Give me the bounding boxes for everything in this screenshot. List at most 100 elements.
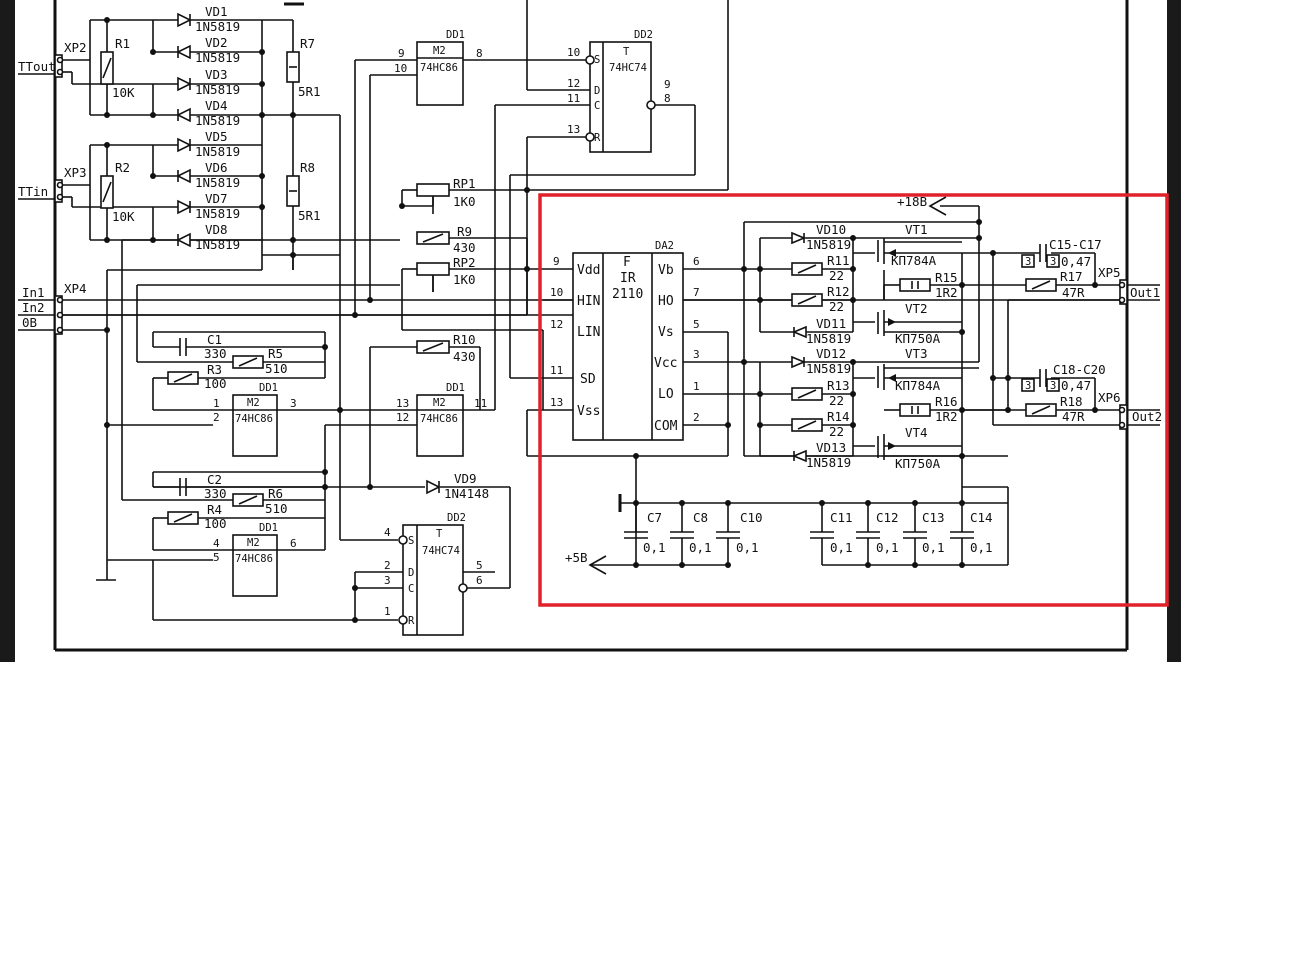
- c8-value: 0,1: [689, 540, 712, 555]
- c10-value: 0,1: [736, 540, 759, 555]
- vd5-value: 1N5819: [195, 144, 240, 159]
- da2-lo: LO: [658, 387, 674, 402]
- diode-vd9: VD9 1N4148: [426, 471, 489, 501]
- da2-pin2: 2: [693, 411, 700, 424]
- r5-label: R5: [268, 346, 283, 361]
- supply-caps: C7 0,1 C8 0,1 C10 0,1 C11 0,1 C12 0,1 C1…: [565, 194, 993, 575]
- out2-label: Out2: [1132, 409, 1162, 424]
- rc-network: C1 330 R5 510 R3 100 C2 330 R6 510 R4 10…: [153, 332, 325, 531]
- dd2-bot-pin6: 6: [476, 574, 483, 587]
- da2-ho: HO: [658, 294, 674, 309]
- resistors-middle: RP1 1K0 R9 430 RP2 1K0 R10 430: [416, 176, 476, 364]
- c15-count-b: 3: [1050, 256, 1056, 268]
- c18-count-b: 3: [1050, 380, 1056, 392]
- dd1-lu-pin1: 1: [213, 397, 220, 410]
- da2-vdd: Vdd: [577, 263, 600, 278]
- diodes-vd1-vd8: VD1 1N5819 VD2 1N5819 VD3 1N5819 VD4 1N5…: [176, 4, 240, 252]
- r12-value: 22: [829, 299, 844, 314]
- vd7-value: 1N5819: [195, 206, 240, 221]
- dd2-top-s: S: [594, 54, 600, 66]
- dd2-bot-t: T: [436, 528, 443, 540]
- c18-count-a: 3: [1025, 380, 1031, 392]
- r13-value: 22: [829, 393, 844, 408]
- r12-label: R12: [827, 284, 850, 299]
- diode-vd6: [176, 168, 191, 184]
- vt2-type: КП750А: [895, 331, 941, 346]
- rp1-value: 1K0: [453, 194, 476, 209]
- c10-label: C10: [740, 510, 763, 525]
- r4-label: R4: [207, 502, 222, 517]
- mosfet-vt1: [877, 238, 962, 264]
- mosfet-vt4: [877, 434, 962, 460]
- vd4-value: 1N5819: [195, 113, 240, 128]
- dd2-bot-c: C: [408, 583, 414, 595]
- vd5-label: VD5: [205, 129, 228, 144]
- da2-pin6: 6: [693, 255, 700, 268]
- r7-label: R7: [300, 36, 315, 51]
- c13-label: C13: [922, 510, 945, 525]
- chip-da2-ir2110: DA2 F IR 2110 Vdd HIN LIN SD Vss Vb HO V…: [550, 240, 700, 441]
- c15-value: 0,47: [1061, 254, 1091, 269]
- dd1-ll-m2: M2: [247, 537, 260, 549]
- vd11-value: 1N5819: [806, 331, 851, 346]
- chip-dd1-left-lower: M2 74HC86 DD1 4 5 6: [213, 522, 297, 597]
- connector-xp5: [1119, 279, 1128, 305]
- r4-value: 100: [204, 516, 227, 531]
- connector-xp6: [1119, 404, 1128, 430]
- dd2-top-d: D: [594, 85, 600, 97]
- vd9-label: VD9: [454, 471, 477, 486]
- r8-value: 5R1: [298, 208, 321, 223]
- vd2-value: 1N5819: [195, 50, 240, 65]
- da2-pin7: 7: [693, 286, 700, 299]
- r9-value: 430: [453, 240, 476, 255]
- da2-com: COM: [654, 419, 678, 434]
- output-stage: 3 3 3 3 C15-C17 0,47 R17 47R C18-C20 0,4…: [1021, 237, 1162, 430]
- out1-label: Out1: [1130, 285, 1160, 300]
- gate-network: VD10 1N5819 R11 22 R12 22 VD11 1N5819 VD…: [791, 222, 851, 470]
- da2-ir: IR: [620, 271, 636, 286]
- plus5v-arrow: [588, 555, 607, 575]
- vd10-label: VD10: [816, 222, 846, 237]
- r7-value: 5R1: [298, 84, 321, 99]
- dd1-ll-label: DD1: [259, 522, 278, 534]
- dd2-bot-s: S: [408, 535, 414, 547]
- dd2-pin8: 8: [664, 92, 671, 105]
- da2-lin: LIN: [577, 325, 600, 340]
- vd13-label: VD13: [816, 440, 846, 455]
- diode-vd1: [177, 12, 192, 28]
- diode-vd2: [176, 44, 191, 60]
- vt2-label: VT2: [905, 301, 928, 316]
- da2-hin: HIN: [577, 294, 600, 309]
- da2-pin5: 5: [693, 318, 700, 331]
- ttout-label: TTout: [18, 59, 56, 74]
- xp4-label: XP4: [64, 281, 87, 296]
- vd3-value: 1N5819: [195, 82, 240, 97]
- c12-label: C12: [876, 510, 899, 525]
- r1-value: 10K: [112, 85, 135, 100]
- vt3-label: VT3: [905, 346, 928, 361]
- diode-vd7: [177, 199, 192, 215]
- da2-vss: Vss: [577, 404, 600, 419]
- dd1-pin9: 9: [398, 47, 405, 60]
- c11-label: C11: [830, 510, 853, 525]
- dd1-mid-pin12: 12: [396, 411, 409, 424]
- zero-label: 0B: [22, 315, 37, 330]
- r3-label: R3: [207, 362, 222, 377]
- resistor-r15: [899, 278, 931, 292]
- dd1-lu-pin3: 3: [290, 397, 297, 410]
- dd2-bot-pin1: 1: [384, 605, 391, 618]
- c11-value: 0,1: [830, 540, 853, 555]
- vt1-type: КП784А: [891, 253, 937, 268]
- r11-value: 22: [829, 268, 844, 283]
- xp5-label: XP5: [1098, 265, 1121, 280]
- vd10-value: 1N5819: [806, 237, 851, 252]
- c1-value: 330: [204, 346, 227, 361]
- dd1-lu-m2: M2: [247, 397, 260, 409]
- r6-label: R6: [268, 486, 283, 501]
- vd12-label: VD12: [816, 346, 846, 361]
- da2-pin9: 9: [553, 255, 560, 268]
- r2-value: 10K: [112, 209, 135, 224]
- resistor-r16: [899, 403, 931, 417]
- plus5v-label: +5В: [565, 550, 588, 565]
